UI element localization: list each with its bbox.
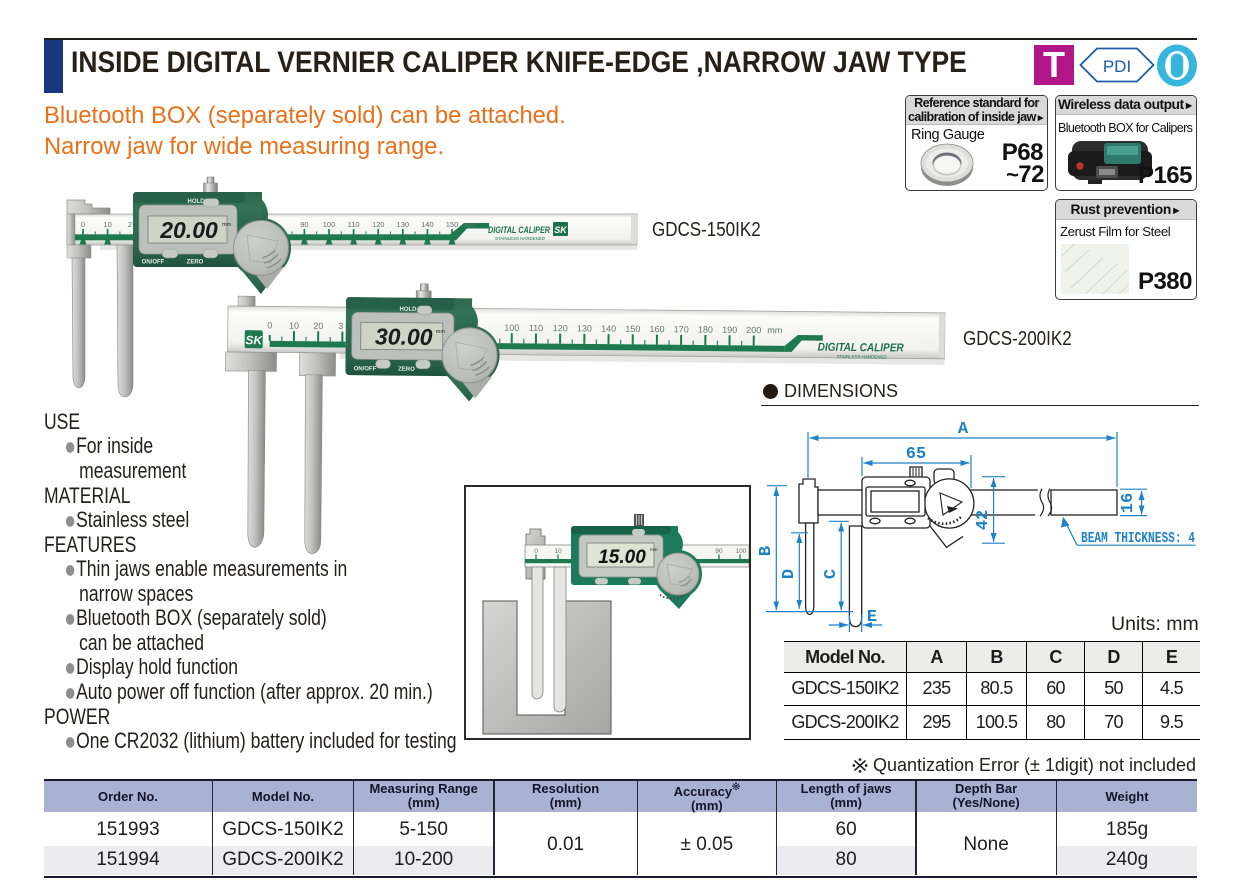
svg-text:10: 10 [103, 220, 111, 229]
svg-text:mm: mm [222, 222, 232, 228]
svg-text:A: A [958, 420, 969, 439]
svg-text:10: 10 [554, 548, 562, 555]
svg-text:mm: mm [767, 325, 782, 335]
svg-text:SK: SK [245, 333, 263, 347]
svg-text:STAINLESS HARDENED: STAINLESS HARDENED [495, 236, 545, 242]
svg-text:B: B [758, 546, 776, 556]
svg-text:170: 170 [674, 324, 689, 334]
svg-text:180: 180 [698, 325, 713, 335]
svg-text:130: 130 [577, 323, 592, 333]
svg-text:mm: mm [650, 547, 658, 552]
svg-text:110: 110 [529, 323, 543, 333]
svg-text:E: E [867, 608, 877, 627]
svg-text:ON/OFF: ON/OFF [142, 260, 165, 266]
svg-text:STAINLESS HARDENED: STAINLESS HARDENED [837, 354, 887, 360]
svg-text:90: 90 [300, 220, 308, 229]
svg-text:DIGITAL CALIPER: DIGITAL CALIPER [818, 342, 905, 355]
svg-text:90: 90 [715, 548, 723, 555]
svg-text:120: 120 [372, 220, 385, 229]
svg-text:150: 150 [446, 220, 459, 229]
svg-text:42: 42 [974, 510, 993, 530]
svg-text:10: 10 [289, 321, 299, 331]
svg-text:HOLD: HOLD [188, 199, 206, 205]
svg-text:ZERO: ZERO [187, 260, 204, 266]
svg-text:mm: mm [464, 220, 477, 229]
svg-text:100: 100 [504, 323, 519, 333]
svg-text:140: 140 [601, 324, 616, 334]
svg-text:140: 140 [421, 220, 434, 229]
svg-text:100: 100 [323, 220, 336, 229]
svg-text:120: 120 [553, 323, 568, 333]
svg-text:200: 200 [746, 325, 761, 335]
svg-text:ZERO: ZERO [398, 367, 415, 373]
svg-text:65: 65 [906, 445, 926, 464]
svg-text:0: 0 [534, 548, 538, 555]
svg-text:D: D [780, 569, 799, 579]
svg-text:mm: mm [436, 329, 446, 335]
svg-text:DIGITAL CALIPER: DIGITAL CALIPER [488, 225, 550, 236]
svg-text:30.00: 30.00 [375, 323, 433, 350]
svg-text:3: 3 [338, 321, 343, 331]
svg-text:BEAM THICKNESS: 4: BEAM THICKNESS: 4 [1081, 531, 1195, 547]
svg-text:130: 130 [397, 220, 410, 229]
svg-text:100: 100 [736, 548, 747, 555]
svg-text:110: 110 [348, 220, 360, 229]
svg-text:PDI: PDI [1103, 57, 1131, 76]
svg-text:20.00: 20.00 [159, 217, 218, 243]
svg-text:0: 0 [81, 220, 85, 229]
svg-text:0: 0 [267, 320, 272, 330]
svg-text:20: 20 [313, 321, 323, 331]
svg-text:C: C [822, 569, 841, 579]
svg-text:HOLD: HOLD [399, 307, 417, 313]
svg-text:150: 150 [625, 324, 640, 334]
svg-text:ON/OFF: ON/OFF [354, 366, 377, 372]
svg-text:SK: SK [554, 225, 568, 235]
svg-text:16: 16 [1119, 493, 1138, 513]
svg-text:160: 160 [649, 324, 664, 334]
svg-text:190: 190 [722, 325, 737, 335]
svg-text:2: 2 [128, 220, 132, 229]
svg-text:15.00: 15.00 [598, 547, 646, 568]
